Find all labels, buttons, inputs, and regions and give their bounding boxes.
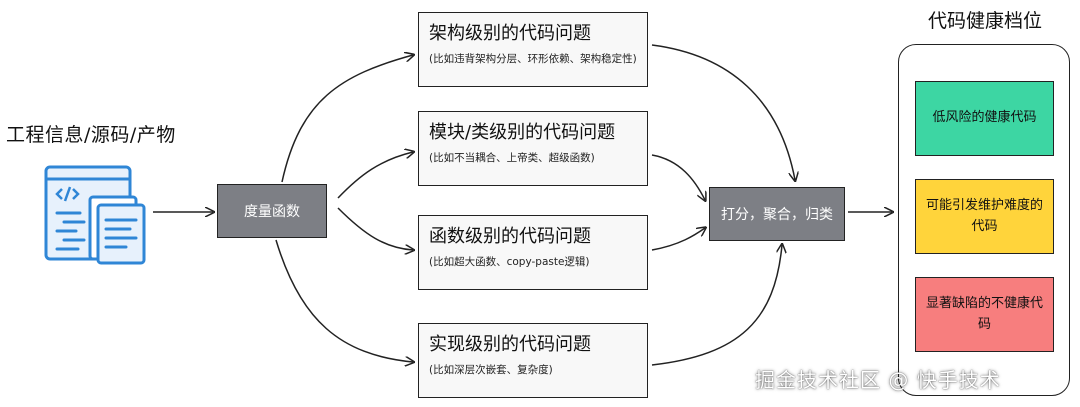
issue-subtitle: (比如深层次嵌套、复杂度) (429, 364, 553, 376)
arrow-measure-to-issue4 (275, 239, 413, 362)
issue-title: 函数级别的代码问题 (429, 226, 591, 247)
arrow-issue1-to-aggregate (651, 44, 795, 180)
arrow-issue4-to-aggregate (651, 245, 782, 366)
issue-box-architecture: 架构级别的代码问题 (比如违背架构分层、环形依赖、架构稳定性) (418, 12, 648, 87)
issue-title: 架构级别的代码问题 (429, 23, 591, 44)
arrow-issue3-to-aggregate (651, 228, 705, 251)
measure-function-box: 度量函数 (217, 184, 327, 238)
aggregate-box: 打分，聚合，归类 (709, 187, 845, 241)
issue-title: 实现级别的代码问题 (429, 334, 591, 355)
source-title: 工程信息/源码/产物 (6, 124, 176, 146)
issue-box-implementation: 实现级别的代码问题 (比如深层次嵌套、复杂度) (418, 323, 648, 398)
issue-subtitle: (比如不当耦合、上帝类、超级函数) (429, 152, 595, 164)
arrow-measure-to-issue2 (337, 152, 413, 199)
watermark: 掘金技术社区 @ 快手技术 (755, 368, 1001, 392)
arrow-measure-to-issue1 (281, 55, 413, 183)
issue-box-function: 函数级别的代码问题 (比如超大函数、copy-paste逻辑) (418, 215, 648, 290)
level-unhealthy: 显著缺陷的不健康代码 (915, 277, 1054, 352)
arrow-issue2-to-aggregate (651, 154, 705, 200)
level-healthy: 低风险的健康代码 (915, 81, 1054, 156)
issue-box-module: 模块/类级别的代码问题 (比如不当耦合、上帝类、超级函数) (418, 111, 648, 186)
level-maintenance-risk: 可能引发维护难度的代码 (915, 179, 1054, 254)
levels-title: 代码健康档位 (927, 10, 1042, 32)
code-document-icon (40, 165, 150, 265)
issue-title: 模块/类级别的代码问题 (429, 122, 616, 143)
issue-subtitle: (比如超大函数、copy-paste逻辑) (429, 256, 590, 268)
issue-subtitle: (比如违背架构分层、环形依赖、架构稳定性) (429, 53, 637, 65)
arrow-measure-to-issue3 (337, 207, 413, 250)
